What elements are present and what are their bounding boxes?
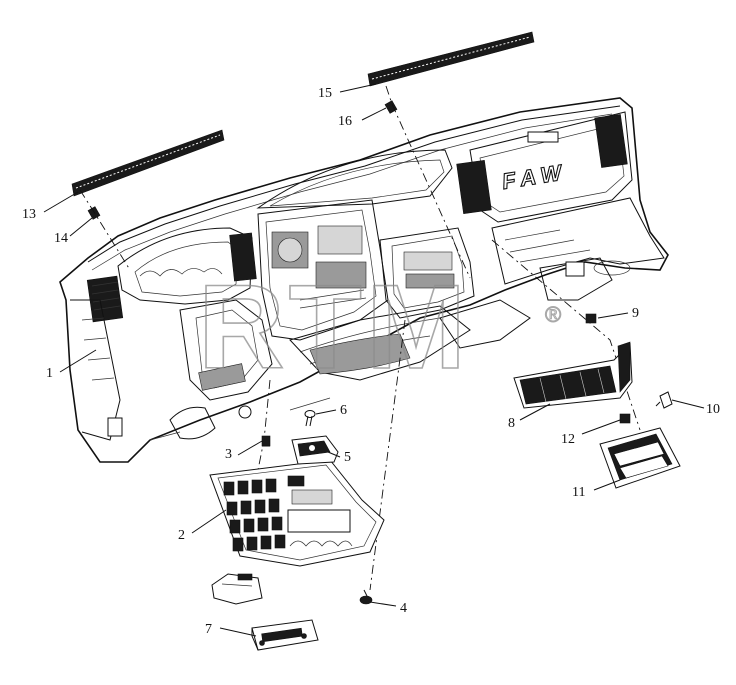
- callout-15: 15: [318, 86, 332, 101]
- screw-6: [304, 410, 316, 427]
- callout-11: 11: [572, 485, 585, 500]
- clip-12: [619, 413, 631, 424]
- callout-3: 3: [225, 447, 232, 462]
- switch-panel: [209, 459, 385, 567]
- assembly-line-13: [79, 189, 131, 271]
- switch-module: [291, 435, 339, 465]
- callout-labels: 1 2 3 4 5 6 7 8 9 10 12 11 13 14 15 16: [22, 86, 720, 637]
- assembly-line-15: [385, 85, 471, 279]
- dashboard-panel: FAW: [59, 97, 669, 463]
- callout-8: 8: [508, 416, 515, 431]
- faw-logo: FAW: [500, 159, 569, 194]
- assembly-line-11: [491, 239, 641, 431]
- callout-16: 16: [338, 114, 352, 129]
- plug-10: [655, 391, 673, 409]
- callout-6: 6: [340, 403, 347, 418]
- defroster-trim-strip-right: [367, 31, 535, 87]
- radio-unit: [251, 619, 319, 651]
- callout-13: 13: [22, 207, 36, 222]
- callout-4: 4: [400, 601, 407, 616]
- rtm-watermark: RTM: [198, 260, 470, 394]
- callout-14: 14: [54, 231, 68, 246]
- cup-holder-tray: [599, 427, 681, 489]
- callout-2: 2: [178, 528, 185, 543]
- screw-4: [359, 589, 373, 605]
- leader-lines: [43, 83, 705, 637]
- callout-12: 12: [561, 432, 575, 447]
- center-vent-assembly: [513, 341, 633, 409]
- callout-5: 5: [344, 450, 351, 465]
- defroster-trim-strip-left: [71, 129, 225, 197]
- callout-9: 9: [632, 306, 639, 321]
- callout-10: 10: [706, 402, 720, 417]
- callout-7: 7: [205, 622, 212, 637]
- mounting-bracket: [211, 573, 263, 605]
- clip-9: [585, 313, 597, 324]
- trim-clip-left: [87, 206, 101, 220]
- clip-3: [261, 435, 271, 447]
- assembly-line-4: [369, 319, 406, 591]
- callout-1: 1: [46, 366, 53, 381]
- registered-mark: ®: [545, 302, 561, 327]
- trim-clip-right: [384, 100, 398, 114]
